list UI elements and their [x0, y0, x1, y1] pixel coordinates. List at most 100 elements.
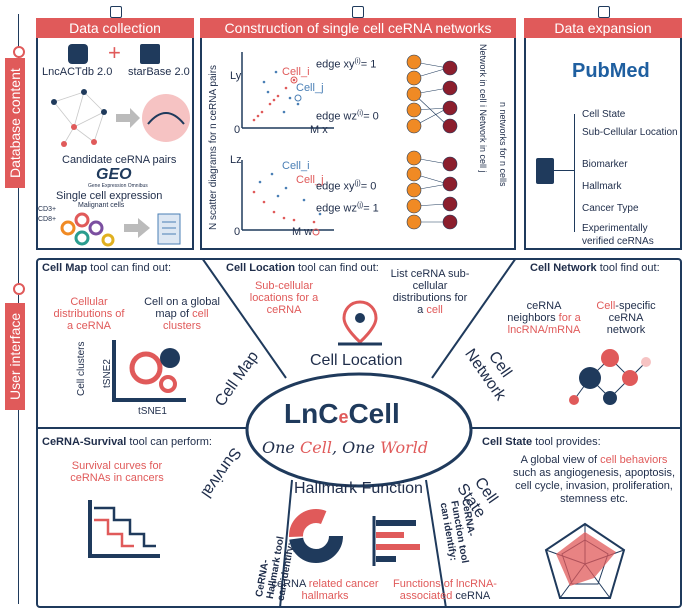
survival-text: Survival curves for ceRNAs in cancers — [70, 460, 164, 484]
edge-sup: (j) — [356, 202, 364, 209]
lncactdb-label: LncACTdb 2.0 — [42, 66, 113, 78]
data-expansion-header: Data expansion — [524, 18, 682, 38]
hallmark-title[interactable]: Hallmark Function — [294, 480, 423, 497]
cell-location-right-a: List ceRNA sub-cellular distributions fo… — [390, 268, 470, 316]
cell-map-graphic — [112, 340, 186, 402]
survival-title: CeRNA-Survival tool can perform: — [42, 436, 212, 448]
logo-part-a: LnC — [284, 398, 339, 429]
expansion-item: Experimentally verified ceRNAs — [582, 223, 654, 247]
hallmark-bars — [372, 516, 420, 566]
cd8-label: CD8+ — [38, 216, 57, 223]
cell-location-right-b: cell — [426, 304, 443, 316]
cell-network-left-text: ceRNA neighbors for a lncRNA/mRNA — [504, 300, 584, 336]
cell-state-title-rest: tool provides: — [532, 436, 601, 448]
cell-location-tab[interactable]: Cell Location — [310, 352, 403, 369]
expansion-item: Cancer Type — [582, 203, 639, 214]
data-collection-panel: Data collection + LncACTdb 2.0 starBase … — [36, 18, 194, 250]
cell-state-text-c: such as angiogenesis, apoptosis, cell cy… — [512, 467, 676, 505]
cell-network-title-bold: Cell Network — [530, 262, 597, 274]
edge-sup: (i) — [354, 58, 361, 65]
plot2-cell-j: Cell_j — [296, 174, 324, 186]
logo-part-b: e — [338, 407, 349, 427]
plot1-edge-wz: edge wz(i)= 0 — [316, 110, 379, 123]
hallmark-left-a: ceRNA — [271, 578, 309, 590]
plot2-origin: 0 — [234, 226, 241, 238]
candidate-pairs: Candidate ceRNA pairs — [62, 154, 177, 166]
expansion-items: Cell State Sub-Cellular Location Biomark… — [582, 108, 682, 248]
plot1-cell-j: Cell_j — [296, 82, 324, 94]
database-content-label: Database content — [5, 58, 25, 188]
grid-icon — [352, 6, 364, 18]
tree-branch — [554, 170, 574, 171]
cell-map-title: Cell Map tool can find out: — [42, 262, 171, 274]
starbase-label: starBase 2.0 — [128, 66, 190, 78]
plot2-x: M w — [292, 226, 313, 238]
network-graphic — [569, 349, 651, 405]
single-cell-expression: Single cell expression — [56, 190, 163, 202]
hallmark-right-a: Functions of lncRNA-associated — [393, 578, 497, 602]
network-graphic — [51, 89, 190, 147]
geo-logo: GEO — [96, 166, 132, 183]
network-cell-label: Network in cell i Network in cell j — [478, 44, 488, 173]
logo-part-c: Cell — [348, 398, 400, 429]
edge-sup: (i) — [356, 110, 364, 117]
edge-wz-value: = 1 — [363, 202, 379, 215]
document-icon — [536, 158, 554, 184]
hallmark-left-b: related cancer hallmarks — [301, 578, 379, 602]
expansion-item: Hallmark — [582, 181, 622, 192]
edge-xy-text: edge xy — [316, 180, 355, 193]
cell-map-title-rest: tool can find out: — [87, 262, 172, 274]
user-interface-label: User interface — [5, 302, 25, 410]
location-pin-icon — [338, 300, 382, 346]
plot2-edge-xy: edge xy(j)= 0 — [316, 180, 376, 193]
cell-state-text: A global view of cell behaviors such as … — [512, 454, 676, 506]
edge-xy-value: = 1 — [360, 58, 377, 71]
construction-header: Construction of single cell ceRNA networ… — [200, 18, 516, 38]
edge-wz-value: = 0 — [363, 110, 379, 123]
cell-network-title-rest: tool find out: — [596, 262, 660, 274]
cell-network-right-b: -specific ceRNA network — [606, 300, 656, 336]
cell-location-title-bold: Cell Location — [226, 262, 296, 274]
expansion-item: Biomarker — [582, 159, 628, 170]
slogan-c: , One — [331, 438, 381, 457]
cell-location-title-rest: tool can find out: — [295, 262, 379, 274]
survival-graphic — [88, 500, 160, 558]
starbase-icon — [140, 44, 160, 64]
plot2-y: Lz — [230, 154, 242, 166]
cell-network-right-text: Cell-specific ceRNA network — [590, 300, 662, 336]
slogan: One Cell, One World — [262, 438, 428, 457]
edge-wz-text: edge wz — [316, 202, 357, 215]
cell-network-right-a: Cell — [596, 300, 616, 312]
cell-network-left-b: for a lncRNA/mRNA — [507, 312, 581, 336]
malignant-label: Malignant cells — [78, 202, 125, 209]
tsne1-axis: tSNE1 — [138, 406, 167, 417]
grid-icon — [598, 6, 610, 18]
cell-state-text-b: cell behaviors — [600, 454, 668, 466]
plot2-cell-i: Cell_i — [282, 160, 310, 172]
panel-dividers — [36, 258, 682, 608]
slogan-d: World — [380, 438, 429, 457]
plot1-y: Ly — [230, 70, 242, 82]
scatter-plots — [241, 52, 334, 236]
hallmark-donut — [289, 509, 343, 563]
edge-sup: (j) — [354, 180, 361, 187]
cell-location-left-text: Sub-cellular locations for a ceRNA — [249, 280, 319, 316]
hallmark-left-text: ceRNA related cancer hallmarks — [270, 578, 380, 602]
cell-network-title: Cell Network tool find out: — [530, 262, 660, 274]
hallmark-right-text: Functions of lncRNA-associated ceRNA — [380, 578, 510, 602]
cells-graphic — [60, 212, 181, 247]
side-dot-mid — [13, 283, 25, 295]
construction-panel: Construction of single cell ceRNA networ… — [200, 18, 516, 250]
plot1-origin: 0 — [234, 124, 241, 136]
scatter-axis-caption: N scatter diagrams for n ceRNA pairs — [208, 64, 219, 230]
tree-line — [574, 114, 575, 232]
cd3-label: CD3+ — [38, 206, 57, 213]
data-expansion-panel: Data expansion PubMed Cell State Sub-Cel… — [524, 18, 682, 250]
plus-sign: + — [108, 40, 121, 65]
cell-state-title: Cell State tool provides: — [482, 436, 601, 448]
logo: LnCeCell — [284, 398, 400, 430]
cell-state-text-a: A global view of — [520, 454, 601, 466]
plot1-edge-xy: edge xy(i)= 1 — [316, 58, 376, 71]
grid-icon — [110, 6, 122, 18]
expansion-item: Cell State — [582, 109, 626, 120]
